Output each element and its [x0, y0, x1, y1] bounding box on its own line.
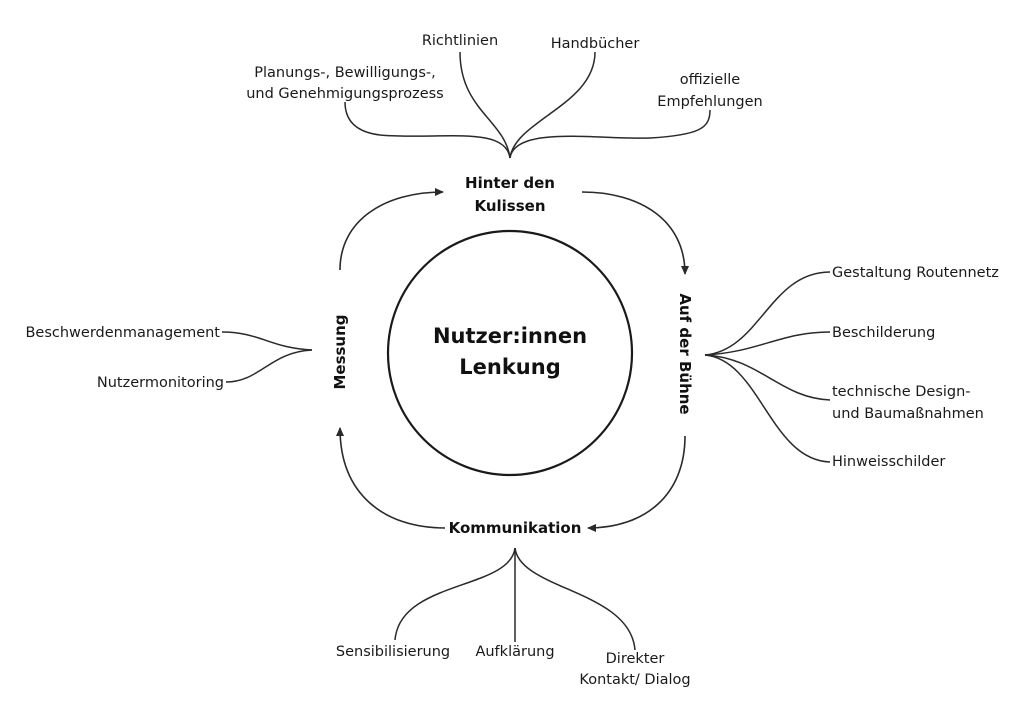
stage-right-label: Auf der Bühne — [676, 293, 694, 414]
branch-line-right-3 — [704, 354, 831, 401]
stage-top-line2: Kulissen — [474, 197, 545, 215]
cycle-arrow-left-to-top — [339, 188, 444, 271]
branch-top-2: Richtlinien — [422, 33, 498, 49]
branch-top-1-line1: Planungs-, Bewilligungs-, — [254, 65, 435, 81]
branch-line-bottom-3 — [514, 547, 636, 651]
branch-top-4-line1: offizielle — [680, 72, 741, 88]
cycle-arrow-right-to-bottom — [587, 435, 686, 532]
branch-top-4-line2: Empfehlungen — [657, 94, 762, 110]
branch-top-1-line2: und Genehmigungsprozess — [246, 86, 444, 102]
branch-line-right-1 — [704, 271, 831, 356]
branch-left-2: Nutzermonitoring — [97, 375, 224, 391]
branch-right-3-line2: und Baumaßnahmen — [832, 406, 984, 422]
branch-line-top-3 — [509, 51, 596, 159]
branch-line-bottom-1 — [394, 547, 516, 641]
branch-line-left-1 — [221, 331, 313, 351]
stage-left-label: Messung — [331, 314, 349, 389]
branch-line-right-4 — [704, 354, 831, 463]
branch-right-2: Beschilderung — [832, 325, 935, 341]
branch-line-top-1 — [344, 101, 511, 159]
center-title-line2: Lenkung — [459, 355, 560, 379]
branch-right-3-line1: technische Design- — [832, 384, 971, 400]
center-title-line1: Nutzer:innen — [433, 324, 587, 348]
branch-line-left-2 — [225, 349, 313, 383]
center-circle — [386, 229, 634, 477]
cycle-arrow-bottom-to-left — [336, 427, 446, 529]
stage-top-line1: Hinter den — [465, 174, 555, 192]
branch-bottom-3-line1: Direkter — [606, 651, 665, 667]
branch-bottom-2: Aufklärung — [475, 644, 554, 660]
branch-line-top-2 — [459, 51, 511, 159]
branch-line-right-2 — [704, 331, 831, 356]
branch-top-3: Handbücher — [551, 36, 640, 52]
branch-bottom-3-line2: Kontakt/ Dialog — [579, 672, 690, 688]
cycle-arrow-top-to-right — [581, 191, 689, 275]
branch-bottom-1: Sensibilisierung — [336, 644, 450, 660]
branch-left-1: Beschwerdenmanagement — [25, 325, 220, 341]
branch-line-top-4 — [509, 109, 711, 159]
stage-bottom-label: Kommunikation — [449, 519, 582, 537]
branch-right-1: Gestaltung Routennetz — [832, 265, 999, 281]
branch-right-4: Hinweisschilder — [832, 454, 945, 470]
